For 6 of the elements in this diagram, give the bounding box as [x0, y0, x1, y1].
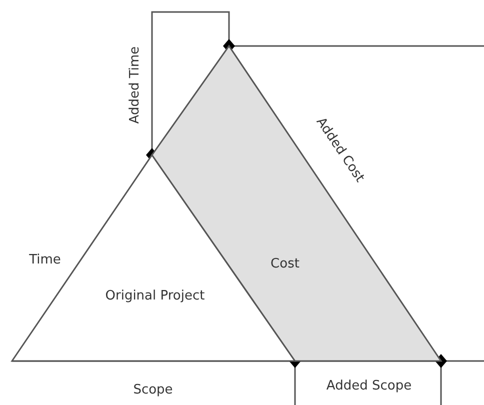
dimension-label: Scope [133, 382, 173, 398]
dimension-label: Added Time [128, 46, 142, 124]
region-label: Original Project [105, 288, 205, 304]
dimension-label: Added Scope [326, 378, 412, 394]
side-label: Time [29, 252, 61, 268]
region-label: Cost [270, 256, 300, 272]
